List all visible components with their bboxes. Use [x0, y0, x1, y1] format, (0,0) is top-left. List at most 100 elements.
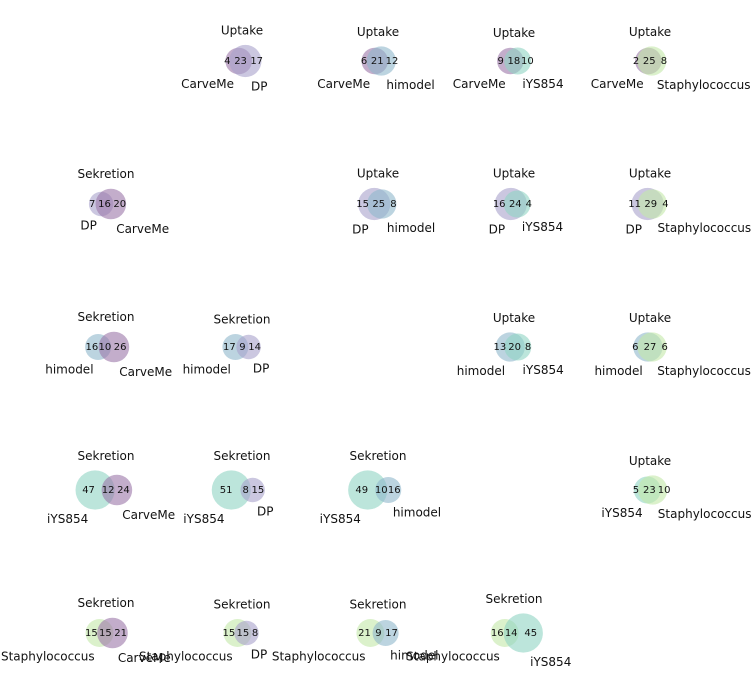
venn-title: Sekretion — [78, 596, 135, 610]
venn-only-a-value: 16 — [493, 199, 506, 210]
venn-set-a-label: CarveMe — [453, 77, 506, 91]
venn-circle-b — [503, 613, 543, 653]
venn-circle-b — [375, 476, 402, 504]
venn-set-a-label: DP — [352, 223, 368, 237]
venn-title: Uptake — [357, 25, 399, 39]
venn-both-value: 23 — [643, 485, 656, 496]
venn-only-b-value: 15 — [252, 485, 265, 496]
venn-only-a-value: 7 — [89, 199, 95, 210]
venn-only-b-value: 45 — [524, 628, 537, 639]
venn-only-a-value: 2 — [633, 56, 639, 67]
venn-set-b-label: DP — [257, 505, 273, 519]
venn-circle-b — [95, 188, 127, 220]
venn-circle-b — [372, 619, 399, 647]
venn-circle-b — [98, 331, 130, 363]
venn-title: Uptake — [629, 166, 671, 180]
venn-circle-b — [637, 189, 668, 219]
venn-title: Uptake — [629, 311, 671, 325]
venn-title: Sekretion — [486, 592, 543, 606]
venn-set-b-label: DP — [253, 362, 269, 376]
venn-only-b-value: 17 — [385, 628, 398, 639]
venn-set-b-label: himodel — [386, 78, 434, 92]
venn-set-a-label: iYS854 — [320, 512, 361, 526]
venn-only-b-value: 12 — [386, 56, 399, 67]
venn-only-a-value: 47 — [82, 485, 95, 496]
venn-set-b-label: Staphylococcus — [657, 364, 751, 378]
venn-only-a-value: 49 — [355, 485, 368, 496]
venn-set-a-label: Staphylococcus — [1, 649, 95, 663]
venn-set-b-label: Staphylococcus — [657, 78, 751, 92]
venn-only-a-value: 15 — [356, 199, 369, 210]
venn-only-b-value: 10 — [658, 485, 671, 496]
venn-both-value: 14 — [505, 628, 518, 639]
venn-set-b-label: CarveMe — [118, 651, 171, 665]
venn-only-b-value: 14 — [248, 342, 261, 353]
venn-both-value: 24 — [509, 199, 522, 210]
venn-title: Uptake — [357, 166, 399, 180]
venn-title: Sekretion — [78, 310, 135, 324]
venn-set-a-label: Staphylococcus — [139, 649, 233, 663]
venn-only-a-value: 6 — [361, 56, 367, 67]
venn-only-a-value: 4 — [224, 56, 230, 67]
venn-only-a-value: 16 — [491, 628, 504, 639]
venn-set-a-label: himodel — [45, 363, 93, 377]
venn-only-a-value: 9 — [497, 56, 503, 67]
venn-circle-b — [504, 47, 532, 75]
venn-both-value: 15 — [237, 628, 250, 639]
venn-title: Uptake — [629, 454, 671, 468]
venn-only-b-value: 8 — [390, 199, 396, 210]
venn-set-a-label: Staphylococcus — [272, 649, 366, 663]
venn-set-a-label: DP — [489, 223, 505, 237]
venn-only-b-value: 4 — [526, 199, 532, 210]
venn-circle-a — [211, 470, 251, 510]
venn-both-value: 9 — [239, 342, 245, 353]
venn-circle-b — [637, 46, 667, 76]
venn-only-a-value: 17 — [223, 342, 236, 353]
venn-title: Sekretion — [78, 167, 135, 181]
venn-only-a-value: 11 — [628, 199, 641, 210]
venn-only-a-value: 16 — [85, 342, 98, 353]
venn-only-a-value: 15 — [223, 628, 236, 639]
venn-both-value: 12 — [102, 485, 115, 496]
venn-only-b-value: 20 — [113, 199, 126, 210]
venn-only-b-value: 21 — [114, 628, 127, 639]
venn-both-value: 25 — [643, 56, 656, 67]
venn-only-b-value: 26 — [114, 342, 127, 353]
venn-circle-a — [348, 470, 388, 510]
venn-both-value: 10 — [98, 342, 111, 353]
venn-both-value: 23 — [234, 56, 247, 67]
venn-set-b-label: Staphylococcus — [658, 507, 752, 521]
venn-set-a-label: DP — [625, 223, 641, 237]
venn-both-value: 29 — [644, 199, 657, 210]
venn-both-value: 10 — [375, 485, 388, 496]
venn-circle-b — [234, 620, 259, 646]
venn-both-value: 18 — [508, 56, 521, 67]
venn-only-a-value: 15 — [85, 628, 98, 639]
venn-both-value: 21 — [371, 56, 384, 67]
venn-title: Uptake — [493, 26, 535, 40]
venn-title: Uptake — [493, 166, 535, 180]
venn-both-value: 15 — [99, 628, 112, 639]
venn-title: Uptake — [493, 311, 535, 325]
venn-circle-b — [101, 474, 133, 506]
venn-title: Uptake — [221, 23, 263, 37]
venn-only-b-value: 16 — [388, 485, 401, 496]
venn-set-b-label: iYS854 — [522, 77, 563, 91]
venn-set-b-label: iYS854 — [530, 655, 571, 669]
venn-circle-b — [236, 334, 261, 360]
venn-circle-a — [75, 470, 115, 510]
venn-set-b-label: himodel — [393, 506, 441, 520]
